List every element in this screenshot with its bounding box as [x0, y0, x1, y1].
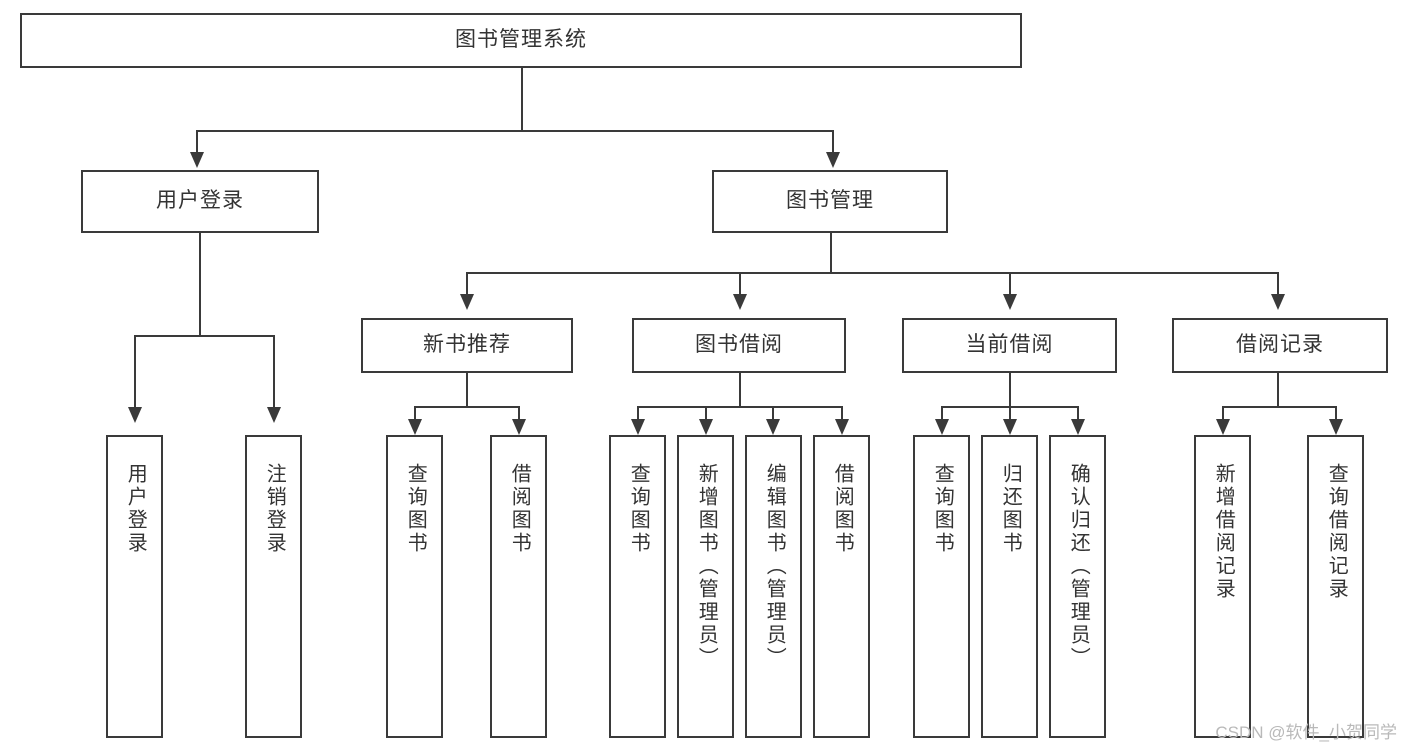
connector-to-borrow-record	[1277, 272, 1279, 294]
node-label: 注销登录	[263, 463, 286, 555]
node-label: 借阅图书	[508, 463, 531, 555]
arrowhead-br-child-1	[1329, 419, 1343, 435]
connector-cb-child-1	[1009, 406, 1011, 419]
node-label: 新增图书（管理员）	[695, 463, 718, 670]
leaf-user-login[interactable]: 用户登录	[106, 435, 163, 738]
arrowhead-to-leaf-user-login	[128, 407, 142, 423]
leaf-nbr-borrow-book[interactable]: 借阅图书	[490, 435, 547, 738]
node-root-book-management-system[interactable]: 图书管理系统	[20, 13, 1022, 68]
connector-to-book-borrow	[739, 272, 741, 294]
arrowhead-to-borrow-record	[1271, 294, 1285, 310]
arrowhead-to-current-borrow	[1003, 294, 1017, 310]
node-current-borrow[interactable]: 当前借阅	[902, 318, 1117, 373]
connector-bb-child-2	[772, 406, 774, 419]
connector-user-login-bus	[134, 335, 275, 337]
node-borrow-record[interactable]: 借阅记录	[1172, 318, 1388, 373]
node-label: 新书推荐	[423, 333, 511, 357]
node-label: 用户登录	[124, 463, 147, 555]
leaf-br-query-record[interactable]: 查询借阅记录	[1307, 435, 1364, 738]
arrowhead-nbr-child-0	[408, 419, 422, 435]
arrowhead-to-new-book-recommend	[460, 294, 474, 310]
leaf-bb-borrow-book[interactable]: 借阅图书	[813, 435, 870, 738]
node-label: 图书管理	[786, 189, 874, 213]
connector-book-borrow-bus	[637, 406, 842, 408]
node-label: 当前借阅	[965, 333, 1054, 357]
arrowhead-to-leaf-logout	[267, 407, 281, 423]
connector-book-management-stem	[830, 233, 832, 272]
arrowhead-cb-child-0	[935, 419, 949, 435]
leaf-bb-edit-book-admin[interactable]: 编辑图书（管理员）	[745, 435, 802, 738]
node-label: 借阅记录	[1236, 333, 1324, 357]
arrowhead-br-child-0	[1216, 419, 1230, 435]
connector-to-book-management	[832, 130, 834, 152]
node-new-book-recommend[interactable]: 新书推荐	[361, 318, 573, 373]
leaf-cb-confirm-return-admin[interactable]: 确认归还（管理员）	[1049, 435, 1106, 738]
node-label: 编辑图书（管理员）	[763, 463, 786, 670]
connector-new-book-recommend-bus	[414, 406, 519, 408]
connector-borrow-record-bus	[1222, 406, 1336, 408]
connector-br-child-0	[1222, 406, 1224, 419]
node-label: 用户登录	[156, 189, 244, 213]
leaf-cb-query-book[interactable]: 查询图书	[913, 435, 970, 738]
connector-to-current-borrow	[1009, 272, 1011, 294]
arrowhead-bb-child-1	[699, 419, 713, 435]
node-label: 图书管理系统	[455, 28, 587, 52]
connector-cb-child-2	[1077, 406, 1079, 419]
connector-borrow-record-stem	[1277, 373, 1279, 406]
leaf-br-add-record[interactable]: 新增借阅记录	[1194, 435, 1251, 738]
node-label: 查询图书	[404, 463, 427, 555]
node-book-management[interactable]: 图书管理	[712, 170, 948, 233]
connector-to-leaf-logout	[273, 335, 275, 407]
arrowhead-bb-child-0	[631, 419, 645, 435]
node-label: 查询借阅记录	[1325, 463, 1348, 601]
arrowhead-nbr-child-1	[512, 419, 526, 435]
connector-level2-bus	[466, 272, 1277, 274]
connector-new-book-recommend-stem	[466, 373, 468, 406]
leaf-nbr-query-book[interactable]: 查询图书	[386, 435, 443, 738]
connector-level1-bus	[196, 130, 833, 132]
connector-to-new-book-recommend	[466, 272, 468, 294]
node-label: 查询图书	[931, 463, 954, 555]
leaf-cb-return-book[interactable]: 归还图书	[981, 435, 1038, 738]
arrowhead-bb-child-3	[835, 419, 849, 435]
connector-bb-child-0	[637, 406, 639, 419]
arrowhead-to-book-borrow	[733, 294, 747, 310]
arrowhead-cb-child-2	[1071, 419, 1085, 435]
leaf-bb-add-book-admin[interactable]: 新增图书（管理员）	[677, 435, 734, 738]
arrowhead-bb-child-2	[766, 419, 780, 435]
connector-book-borrow-stem	[739, 373, 741, 406]
connector-current-borrow-stem	[1009, 373, 1011, 406]
node-label: 图书借阅	[695, 333, 783, 357]
node-label: 新增借阅记录	[1212, 463, 1235, 601]
connector-to-user-login	[196, 130, 198, 152]
connector-br-child-1	[1335, 406, 1337, 419]
leaf-logout[interactable]: 注销登录	[245, 435, 302, 738]
node-user-login[interactable]: 用户登录	[81, 170, 319, 233]
node-label: 归还图书	[999, 463, 1022, 555]
connector-bb-child-1	[705, 406, 707, 419]
node-label: 确认归还（管理员）	[1067, 463, 1090, 670]
leaf-bb-query-book[interactable]: 查询图书	[609, 435, 666, 738]
arrowhead-to-user-login	[190, 152, 204, 168]
csdn-watermark: CSDN @软件_小贺同学	[1215, 723, 1397, 742]
arrowhead-to-book-management	[826, 152, 840, 168]
connector-nbr-child-1	[518, 406, 520, 419]
node-label: 借阅图书	[831, 463, 854, 555]
connector-to-leaf-user-login	[134, 335, 136, 407]
connector-nbr-child-0	[414, 406, 416, 419]
arrowhead-cb-child-1	[1003, 419, 1017, 435]
connector-root-stem	[521, 68, 523, 130]
connector-bb-child-3	[841, 406, 843, 419]
connector-cb-child-0	[941, 406, 943, 419]
node-label: 查询图书	[627, 463, 650, 555]
node-book-borrow[interactable]: 图书借阅	[632, 318, 846, 373]
connector-user-login-stem	[199, 233, 201, 335]
